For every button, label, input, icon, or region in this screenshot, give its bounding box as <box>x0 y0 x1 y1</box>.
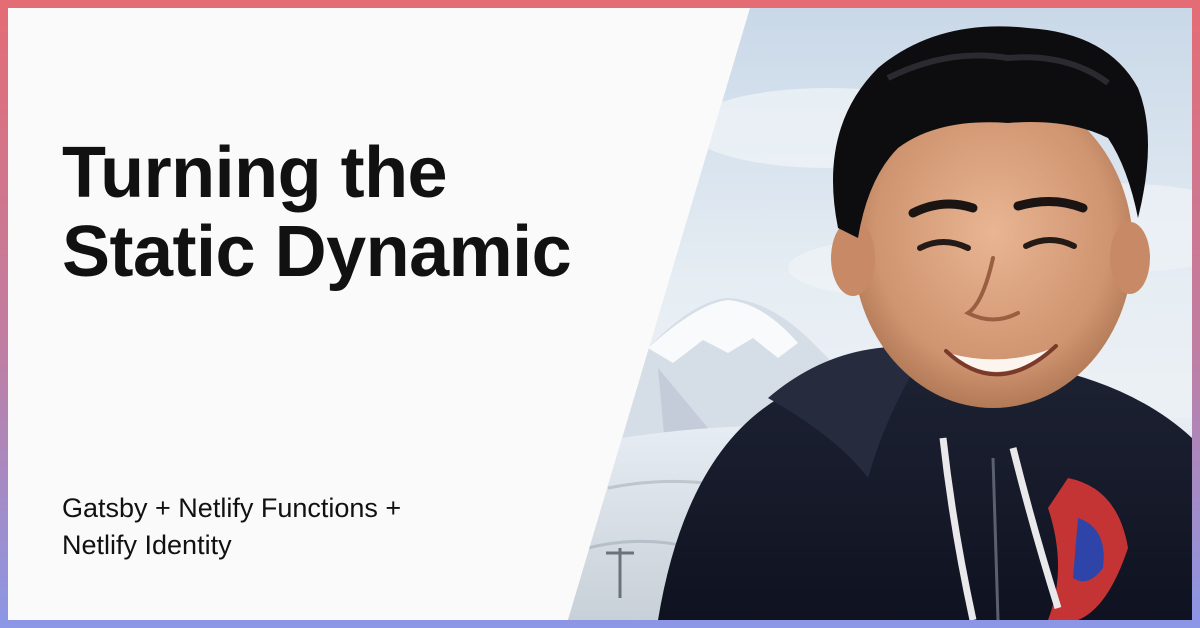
subtitle: Gatsby + Netlify Functions + Netlify Ide… <box>62 490 401 564</box>
content-card: Turning the Static Dynamic Gatsby + Netl… <box>8 8 1192 620</box>
text-panel: Turning the Static Dynamic Gatsby + Netl… <box>8 8 768 620</box>
title-line-1: Turning the <box>62 133 448 213</box>
subtitle-line-2: Netlify Identity <box>62 530 232 560</box>
title-line-2: Static Dynamic <box>62 212 572 292</box>
subtitle-line-1: Gatsby + Netlify Functions + <box>62 493 402 523</box>
page-title: Turning the Static Dynamic <box>62 133 572 292</box>
author-photo <box>568 8 1192 620</box>
